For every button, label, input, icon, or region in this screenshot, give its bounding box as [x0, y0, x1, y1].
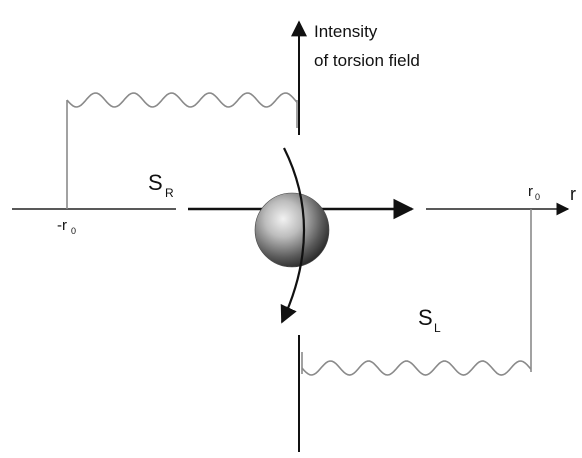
- axis-label-r: r: [570, 184, 576, 204]
- label-s-l-subscript: L: [434, 321, 441, 335]
- tick-neg-r0-subscript: 0: [71, 226, 76, 236]
- wave-upper: [66, 92, 298, 108]
- label-s-r-subscript: R: [165, 186, 174, 200]
- label-s-r-symbol: S: [148, 170, 163, 195]
- tick-pos-r0-subscript: 0: [535, 192, 540, 202]
- label-s-r: S R: [148, 170, 174, 200]
- label-s-l-symbol: S: [418, 305, 433, 330]
- tick-pos-r0: r 0: [528, 183, 540, 202]
- axis-label-intensity-line2: of torsion field: [314, 51, 420, 70]
- rotation-arrow-icon: [280, 147, 306, 324]
- tick-neg-r0-text: -r: [57, 217, 67, 234]
- tick-neg-r0: -r 0: [57, 217, 76, 236]
- label-s-l: S L: [418, 305, 441, 335]
- tick-pos-r0-text: r: [528, 183, 533, 200]
- axis-label-intensity-line1: Intensity: [314, 22, 378, 41]
- sphere-icon: [254, 192, 330, 268]
- wave-lower: [301, 360, 532, 376]
